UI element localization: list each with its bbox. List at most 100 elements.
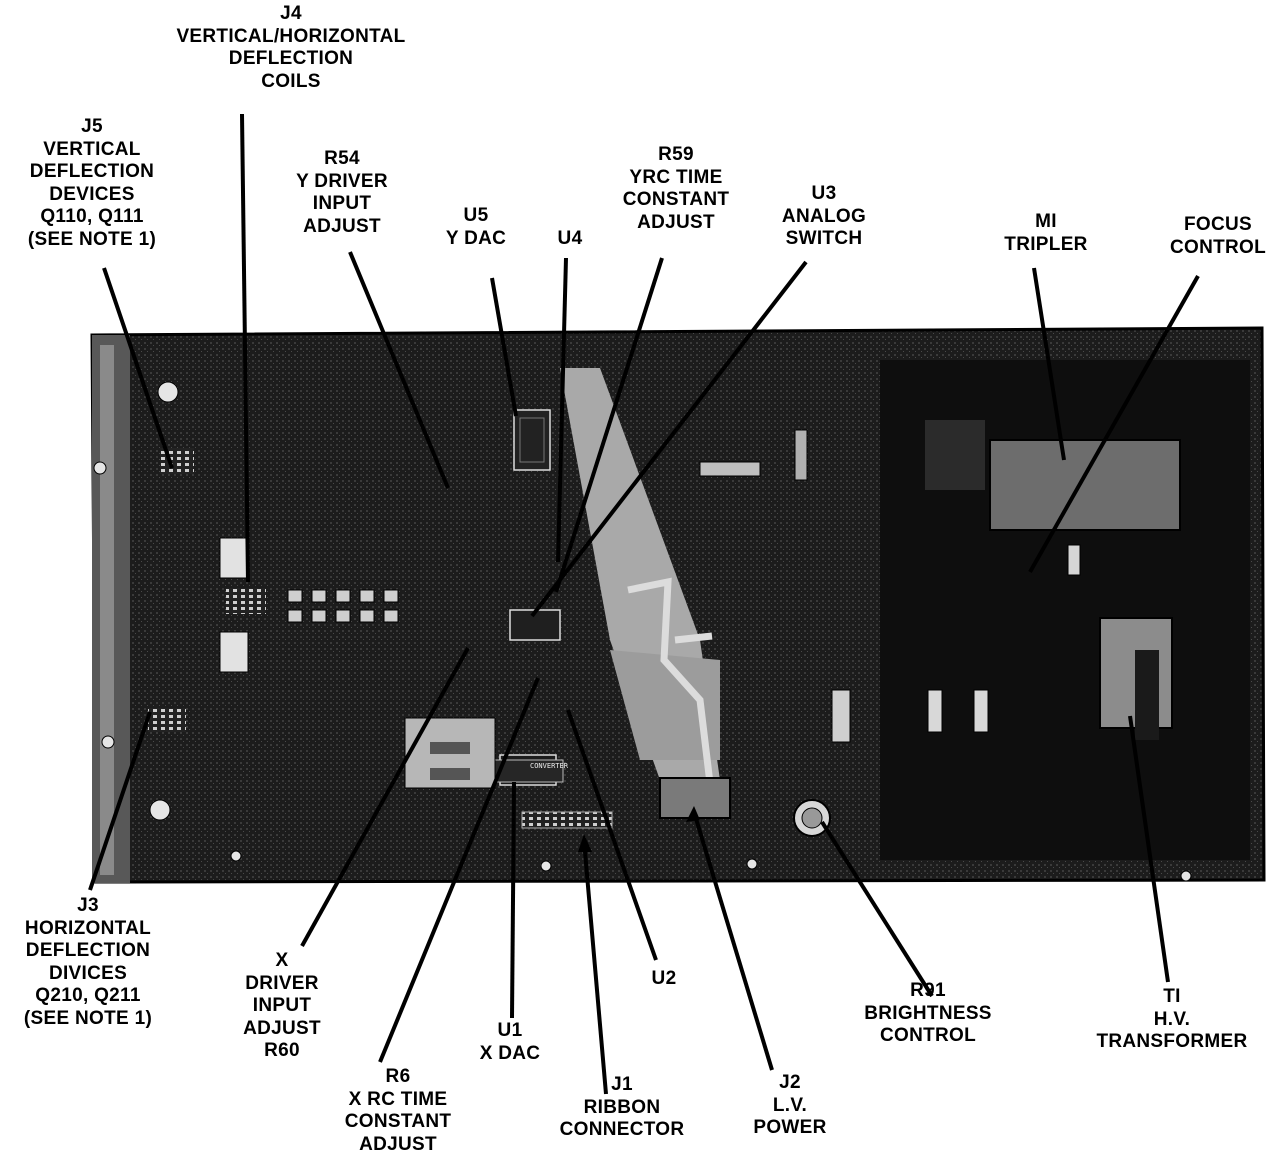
callout-j4-line: VERTICAL/HORIZONTAL bbox=[176, 25, 406, 47]
callout-j1-line: CONNECTOR bbox=[559, 1119, 685, 1140]
callout-r6: R6 X RC TIME CONSTANT ADJUST bbox=[345, 1066, 452, 1156]
callout-r54-line: INPUT bbox=[312, 193, 372, 214]
callout-t1-line: H.V. bbox=[1153, 1008, 1191, 1030]
callout-j3-line: DEFLECTION bbox=[25, 940, 151, 961]
callout-u4: U4 bbox=[558, 228, 583, 251]
callout-u3-line: SWITCH bbox=[785, 228, 863, 249]
callout-r59: R59 YRC TIME CONSTANT ADJUST bbox=[623, 144, 730, 234]
callout-u1-line: U1 bbox=[497, 1020, 523, 1041]
callout-r54-line: Y DRIVER bbox=[296, 170, 388, 192]
chip-u5 bbox=[513, 409, 551, 471]
callout-x-driver-line: INPUT bbox=[252, 995, 312, 1016]
callout-j4-line: COILS bbox=[261, 70, 321, 92]
leader-j1 bbox=[582, 839, 608, 1095]
callout-j4: J4 VERTICAL/HORIZONTAL DEFLECTION COILS bbox=[176, 3, 405, 93]
callout-j5-line: Q110, Q111 bbox=[40, 206, 144, 227]
leader-mi bbox=[1032, 267, 1066, 461]
leader-r59 bbox=[554, 257, 664, 593]
chip-converter-label: CONVERTER bbox=[530, 762, 569, 770]
callout-j3-line: DIVICES bbox=[48, 962, 128, 984]
callout-t1: TI H.V. TRANSFORMER bbox=[1096, 986, 1247, 1054]
callout-u3: U3 ANALOG SWITCH bbox=[782, 183, 866, 251]
callout-x-driver-line: ADJUST bbox=[243, 1017, 321, 1039]
leader-arrowheads bbox=[578, 806, 700, 852]
callout-t1-line: TRANSFORMER bbox=[1096, 1031, 1248, 1052]
callout-u4-line: U4 bbox=[557, 228, 583, 249]
callout-r6-line: ADJUST bbox=[359, 1133, 437, 1155]
callout-j3: J3 HORIZONTAL DEFLECTION DIVICES Q210, Q… bbox=[24, 895, 152, 1030]
callout-r6-line: R6 bbox=[385, 1066, 411, 1087]
callout-r91-line: R91 bbox=[910, 980, 946, 1001]
callout-r6-line: X RC TIME bbox=[348, 1088, 448, 1110]
leader-u5 bbox=[490, 277, 518, 417]
leader-j5 bbox=[102, 267, 174, 469]
callout-u2: U2 bbox=[652, 968, 677, 991]
callout-u3-line: ANALOG bbox=[781, 205, 867, 227]
callout-j2-line: L.V. bbox=[772, 1094, 808, 1116]
callout-j2-line: POWER bbox=[753, 1117, 827, 1138]
callout-r54-line: R54 bbox=[324, 148, 360, 169]
callout-mi-line: MI bbox=[1035, 211, 1057, 232]
callout-j5-line: DEFLECTION bbox=[29, 161, 155, 182]
callout-mi: MI TRIPLER bbox=[1004, 211, 1087, 256]
callout-r54: R54 Y DRIVER INPUT ADJUST bbox=[296, 148, 388, 238]
callout-u5-line: Y DAC bbox=[445, 227, 507, 249]
leader-t1 bbox=[1128, 715, 1170, 983]
callout-j2: J2 L.V. POWER bbox=[753, 1072, 826, 1140]
leader-focus bbox=[1028, 275, 1200, 573]
callout-r6-line: CONSTANT bbox=[344, 1111, 452, 1132]
callout-r59-line: ADJUST bbox=[637, 211, 715, 233]
callout-u1: U1 X DAC bbox=[480, 1020, 541, 1065]
callout-j3-line: (SEE NOTE 1) bbox=[23, 1007, 153, 1029]
callout-j3-line: HORIZONTAL bbox=[24, 917, 152, 939]
callout-j4-line: DEFLECTION bbox=[228, 48, 354, 69]
callout-j3-line: J3 bbox=[77, 895, 99, 916]
leader-u1 bbox=[510, 781, 516, 1019]
callout-focus-line: FOCUS bbox=[1183, 214, 1252, 235]
callout-r91-line: BRIGHTNESS bbox=[864, 1002, 992, 1024]
callout-x-driver-line: DRIVER bbox=[245, 972, 319, 994]
leader-r54 bbox=[348, 251, 450, 489]
callout-j2-line: J2 bbox=[779, 1072, 801, 1093]
leader-r6 bbox=[378, 677, 540, 1063]
leader-u3 bbox=[530, 260, 808, 618]
tripler-block bbox=[989, 439, 1181, 531]
callout-j5: J5 VERTICAL DEFLECTION DEVICES Q110, Q11… bbox=[28, 116, 156, 251]
leader-j4 bbox=[240, 113, 250, 583]
callout-r54-line: ADJUST bbox=[303, 215, 381, 237]
callout-mi-line: TRIPLER bbox=[1004, 233, 1088, 255]
callout-focus-line: CONTROL bbox=[1169, 236, 1267, 258]
ribbon-header bbox=[521, 811, 613, 829]
callout-x-driver-line: R60 bbox=[264, 1040, 300, 1061]
leader-r91 bbox=[820, 820, 934, 998]
callout-j4-line: J4 bbox=[280, 3, 302, 24]
leader-u2 bbox=[566, 709, 658, 961]
callout-j1: J1 RIBBON CONNECTOR bbox=[560, 1074, 685, 1142]
leader-u4 bbox=[556, 257, 568, 563]
callout-x-driver: X DRIVER INPUT ADJUST R60 bbox=[243, 950, 321, 1063]
callout-u5-line: U5 bbox=[463, 205, 489, 226]
callout-j5-line: (SEE NOTE 1) bbox=[27, 228, 157, 250]
callout-r59-line: R59 bbox=[658, 144, 694, 165]
callout-t1-line: TI bbox=[1163, 986, 1181, 1007]
callout-u2-line: U2 bbox=[651, 968, 677, 989]
callout-j3-line: Q210, Q211 bbox=[35, 985, 141, 1006]
callout-r59-line: CONSTANT bbox=[622, 189, 730, 210]
callout-j1-line: J1 bbox=[611, 1074, 633, 1095]
callout-focus: FOCUS CONTROL bbox=[1170, 214, 1266, 259]
callout-r59-line: YRC TIME bbox=[629, 166, 723, 188]
pcb-board bbox=[90, 326, 1266, 884]
callout-x-driver-line: X bbox=[275, 950, 289, 971]
leader-j3 bbox=[88, 711, 152, 891]
leader-j2 bbox=[692, 811, 774, 1071]
callout-u1-line: X DAC bbox=[479, 1042, 541, 1064]
leader-lines bbox=[88, 113, 1200, 1095]
callout-u3-line: U3 bbox=[811, 183, 837, 204]
callout-r91: R91 BRIGHTNESS CONTROL bbox=[864, 980, 992, 1048]
callout-j5-line: J5 bbox=[81, 116, 103, 137]
leader-x-driver bbox=[300, 647, 470, 947]
callout-j5-line: DEVICES bbox=[49, 183, 135, 205]
callout-j5-line: VERTICAL bbox=[43, 138, 141, 160]
